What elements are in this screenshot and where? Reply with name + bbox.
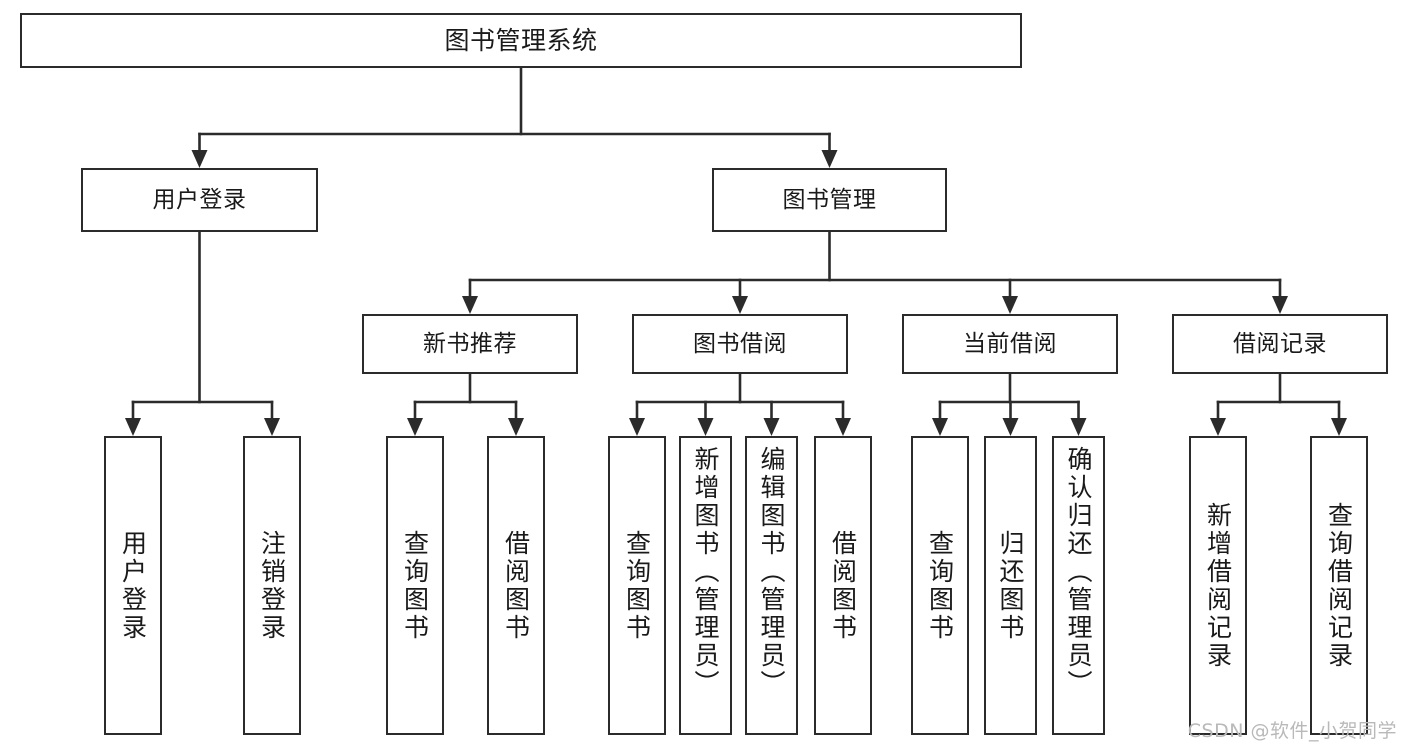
node-label: 当前借阅 (963, 330, 1057, 357)
node-root-book-management-system[interactable]: 图书管理系统 (20, 13, 1022, 68)
leaf-add-book-admin[interactable]: 新增图书（管理员） (679, 436, 732, 735)
node-label: 借阅记录 (1233, 330, 1327, 357)
leaf-return-book[interactable]: 归还图书 (984, 436, 1037, 735)
leaf-confirm-return-admin[interactable]: 确认归还（管理员） (1052, 436, 1105, 735)
leaf-query-book-borrowing[interactable]: 查询图书 (608, 436, 666, 735)
node-label: 编辑图书（管理员） (757, 446, 786, 698)
node-label: 图书管理 (782, 186, 877, 213)
node-label: 新增图书（管理员） (691, 446, 720, 698)
node-new-book-recommendation[interactable]: 新书推荐 (362, 314, 578, 374)
leaf-user-logout[interactable]: 注销登录 (243, 436, 301, 735)
node-label: 借阅图书 (828, 529, 858, 642)
node-label: 新增借阅记录 (1203, 501, 1233, 670)
node-book-management[interactable]: 图书管理 (712, 168, 947, 232)
node-label: 归还图书 (996, 529, 1025, 642)
node-current-borrowing[interactable]: 当前借阅 (902, 314, 1118, 374)
leaf-borrow-book-recommendation[interactable]: 借阅图书 (487, 436, 545, 735)
leaf-user-login[interactable]: 用户登录 (104, 436, 162, 735)
node-label: 用户登录 (118, 529, 148, 642)
node-label: 图书借阅 (693, 330, 787, 357)
csdn-watermark: CSDN @软件_小贺同学 (1187, 720, 1397, 742)
node-user-login[interactable]: 用户登录 (81, 168, 318, 232)
node-label: 借阅图书 (501, 529, 531, 642)
node-label: 确认归还（管理员） (1064, 446, 1093, 698)
node-label: 图书管理系统 (444, 26, 598, 55)
leaf-borrow-book-borrowing[interactable]: 借阅图书 (814, 436, 872, 735)
node-label: 新书推荐 (423, 330, 517, 357)
leaf-add-borrowing-record[interactable]: 新增借阅记录 (1189, 436, 1247, 735)
node-label: 查询图书 (925, 529, 955, 642)
node-label: 用户登录 (152, 186, 247, 213)
leaf-query-borrowing-record[interactable]: 查询借阅记录 (1310, 436, 1368, 735)
node-label: 注销登录 (257, 529, 287, 642)
node-book-borrowing[interactable]: 图书借阅 (632, 314, 848, 374)
node-label: 查询图书 (622, 529, 652, 642)
leaf-query-book-recommendation[interactable]: 查询图书 (386, 436, 444, 735)
leaf-edit-book-admin[interactable]: 编辑图书（管理员） (745, 436, 798, 735)
node-borrowing-record[interactable]: 借阅记录 (1172, 314, 1388, 374)
node-label: 查询借阅记录 (1324, 501, 1354, 670)
leaf-query-book-current[interactable]: 查询图书 (911, 436, 969, 735)
node-label: 查询图书 (400, 529, 430, 642)
